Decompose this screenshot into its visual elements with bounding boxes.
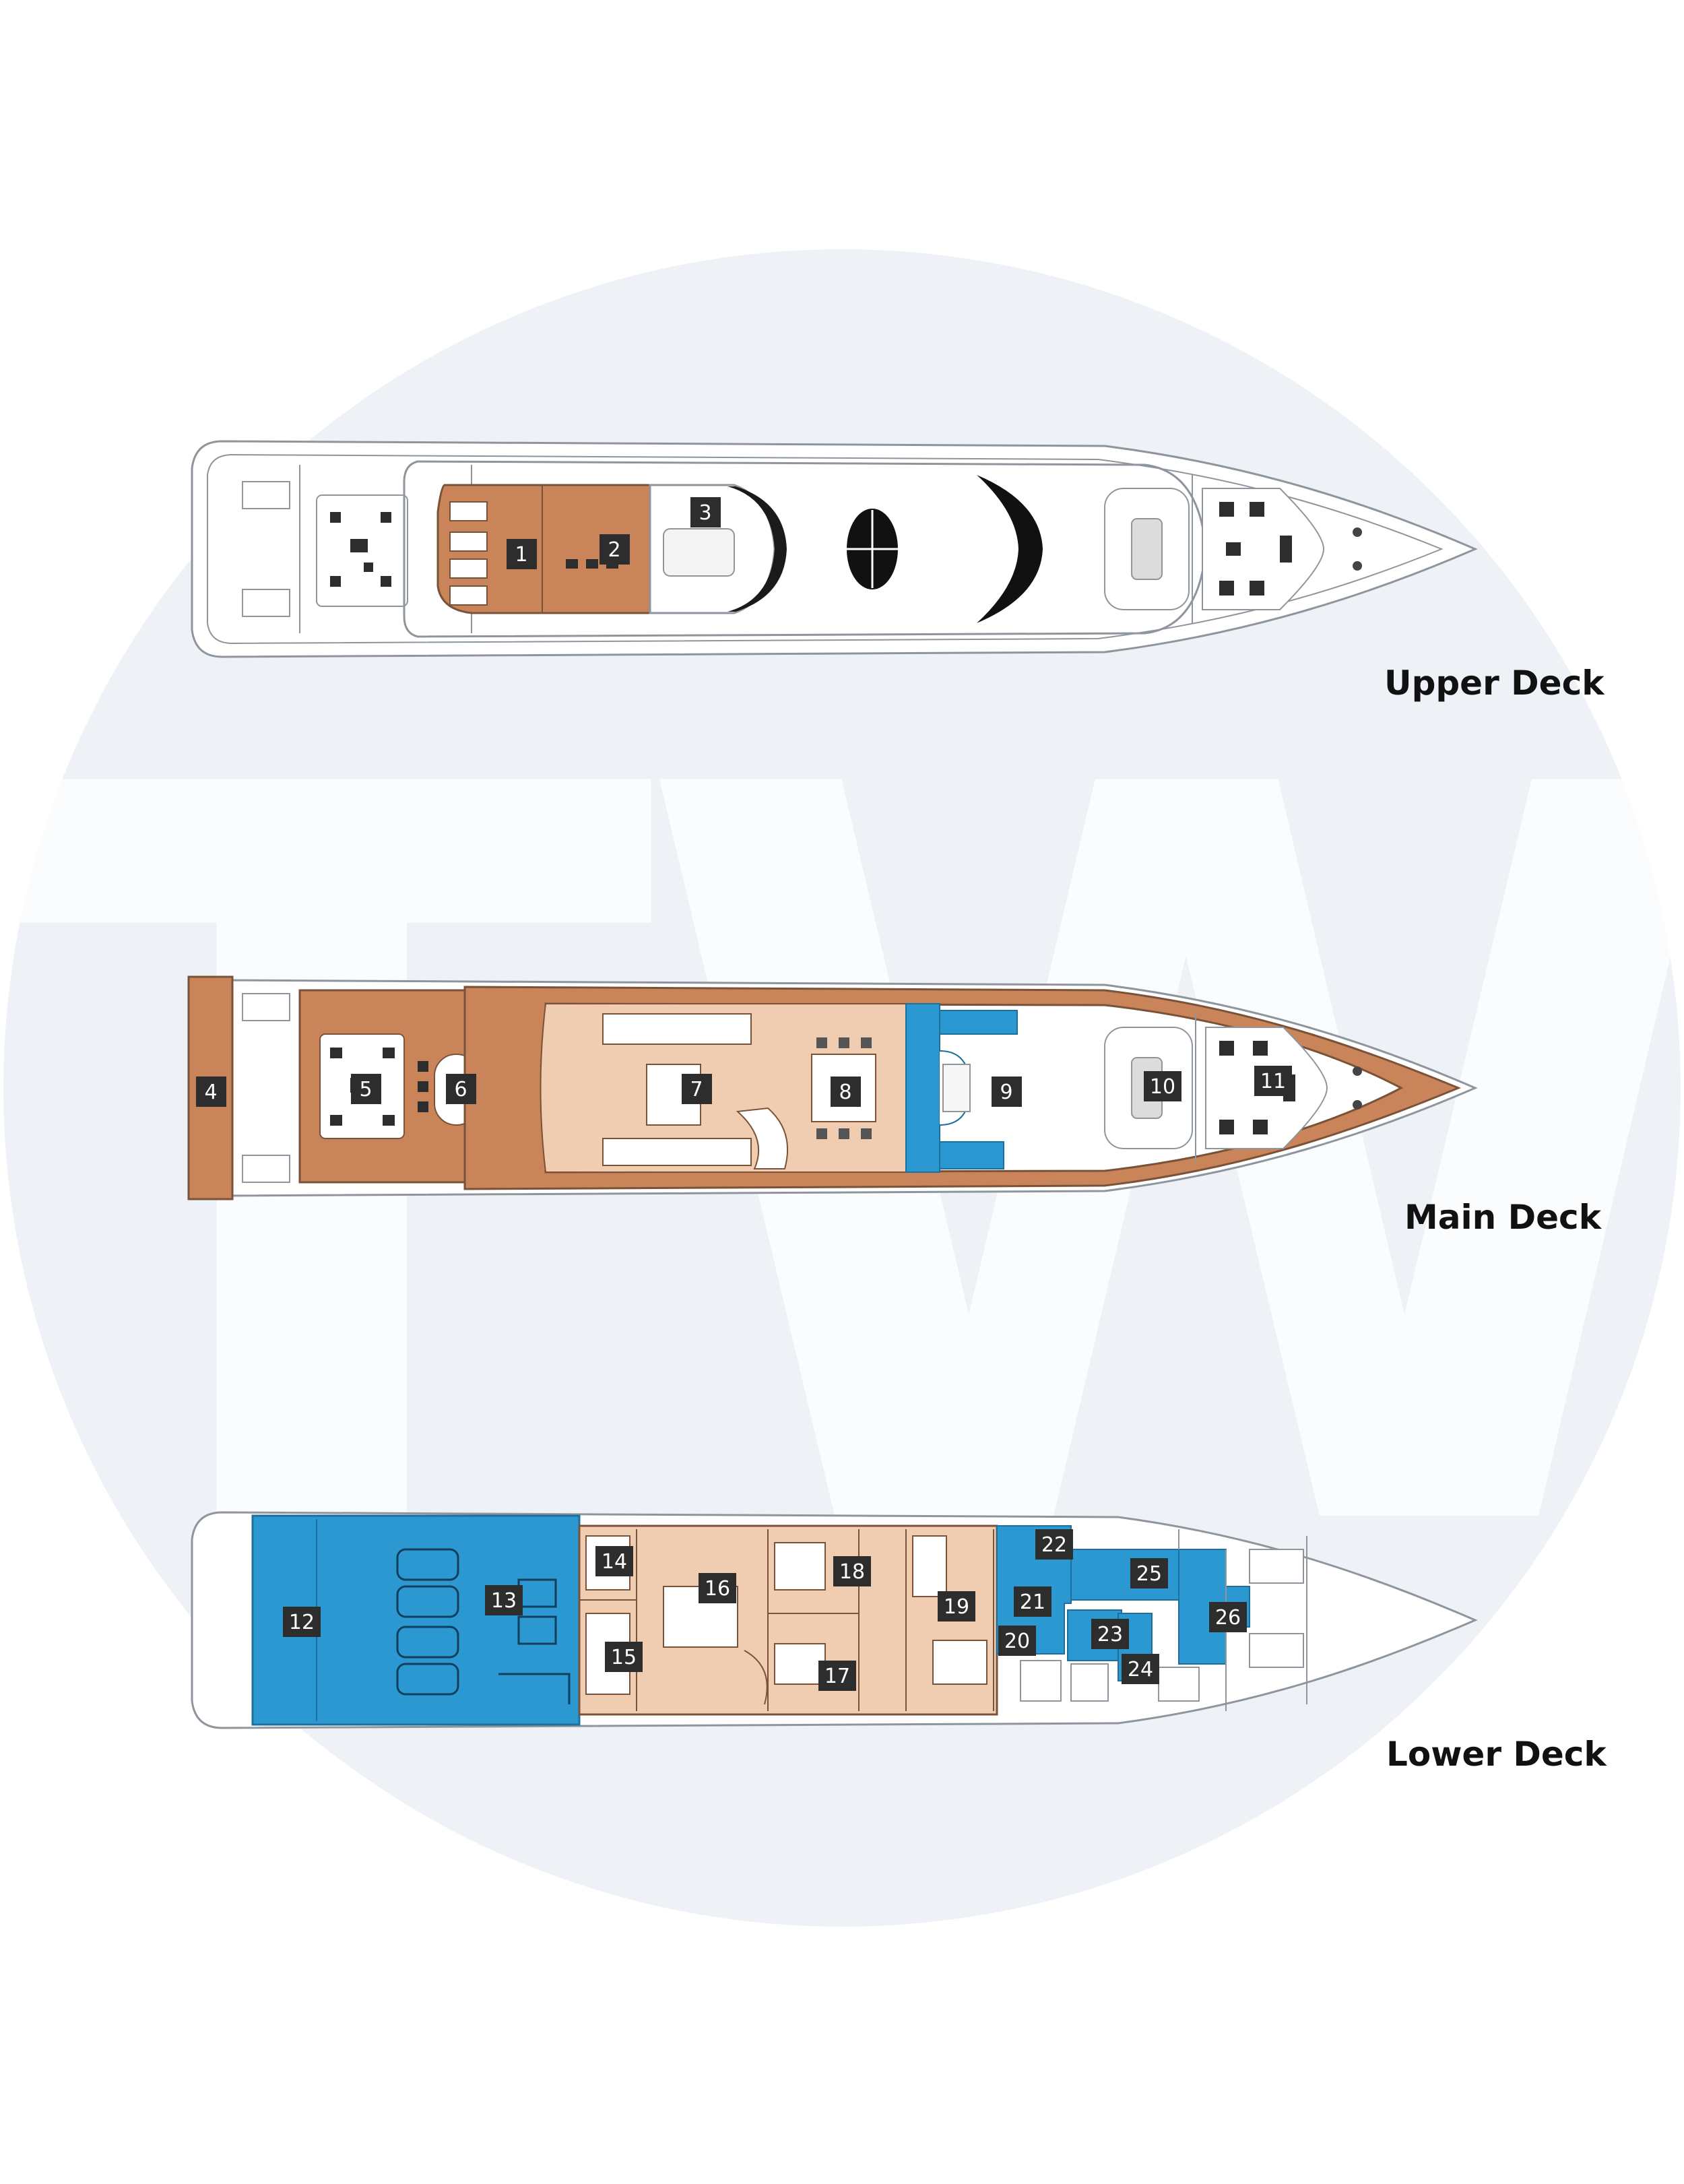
area-marker-20: 20 (998, 1626, 1036, 1656)
area-marker-10: 10 (1144, 1071, 1181, 1101)
area-marker-3: 3 (690, 497, 721, 527)
area-number: 22 (1041, 1533, 1067, 1557)
area-markers: 1 2 3 4 5 6 7 8 9 10 11 12 13 14 15 16 1… (196, 497, 1292, 1691)
main-deck-label: Main Deck (1404, 1198, 1601, 1237)
area-number: 18 (839, 1560, 865, 1584)
area-number: 17 (824, 1665, 850, 1688)
area-number: 11 (1260, 1070, 1286, 1093)
area-number: 4 (204, 1081, 217, 1104)
area-marker-7: 7 (682, 1074, 712, 1104)
area-marker-14: 14 (595, 1546, 633, 1576)
upper-sundeck-teak (436, 484, 651, 614)
area-marker-21: 21 (1014, 1586, 1051, 1617)
area-number: 10 (1150, 1075, 1175, 1099)
area-marker-23: 23 (1091, 1619, 1129, 1649)
area-number: 2 (608, 538, 620, 562)
area-marker-16: 16 (699, 1573, 736, 1603)
area-number: 8 (839, 1081, 851, 1104)
area-marker-4: 4 (196, 1077, 226, 1107)
area-number: 15 (611, 1646, 637, 1669)
area-marker-6: 6 (446, 1074, 476, 1104)
area-number: 9 (1000, 1081, 1012, 1104)
area-number: 16 (705, 1577, 730, 1601)
area-marker-2: 2 (600, 534, 630, 565)
area-number: 23 (1097, 1623, 1123, 1646)
area-number: 13 (491, 1589, 517, 1613)
area-marker-12: 12 (283, 1607, 321, 1637)
area-marker-26: 26 (1209, 1602, 1247, 1632)
area-number: 3 (699, 501, 711, 525)
area-marker-5: 5 (351, 1074, 381, 1104)
area-marker-1: 1 (507, 539, 537, 569)
main-saloon (540, 1003, 907, 1173)
area-marker-17: 17 (818, 1661, 856, 1691)
area-number: 24 (1128, 1658, 1153, 1681)
area-number: 19 (944, 1595, 969, 1619)
upper-deck-label: Upper Deck (1384, 664, 1605, 703)
upper-deck-plan (191, 440, 1478, 658)
area-marker-9: 9 (992, 1077, 1022, 1107)
area-number: 7 (690, 1078, 703, 1101)
area-number: 5 (359, 1078, 372, 1101)
area-number: 1 (515, 543, 527, 567)
area-marker-22: 22 (1035, 1529, 1073, 1560)
area-marker-19: 19 (938, 1591, 975, 1621)
area-number: 6 (454, 1078, 467, 1101)
area-marker-18: 18 (833, 1556, 871, 1586)
area-marker-13: 13 (485, 1585, 523, 1615)
area-marker-8: 8 (831, 1077, 861, 1107)
main-side-deck-teak (463, 986, 1461, 1190)
area-number: 25 (1136, 1562, 1162, 1586)
area-marker-11: 11 (1254, 1066, 1292, 1096)
area-marker-15: 15 (605, 1642, 643, 1672)
area-number: 14 (602, 1550, 627, 1574)
area-number: 12 (289, 1611, 315, 1634)
lower-deck-label: Lower Deck (1386, 1735, 1607, 1774)
area-marker-24: 24 (1122, 1654, 1159, 1684)
area-number: 21 (1020, 1591, 1045, 1614)
area-number: 26 (1215, 1606, 1241, 1630)
main-crew-area (905, 1003, 940, 1173)
area-number: 20 (1004, 1630, 1030, 1653)
area-marker-25: 25 (1130, 1558, 1168, 1588)
